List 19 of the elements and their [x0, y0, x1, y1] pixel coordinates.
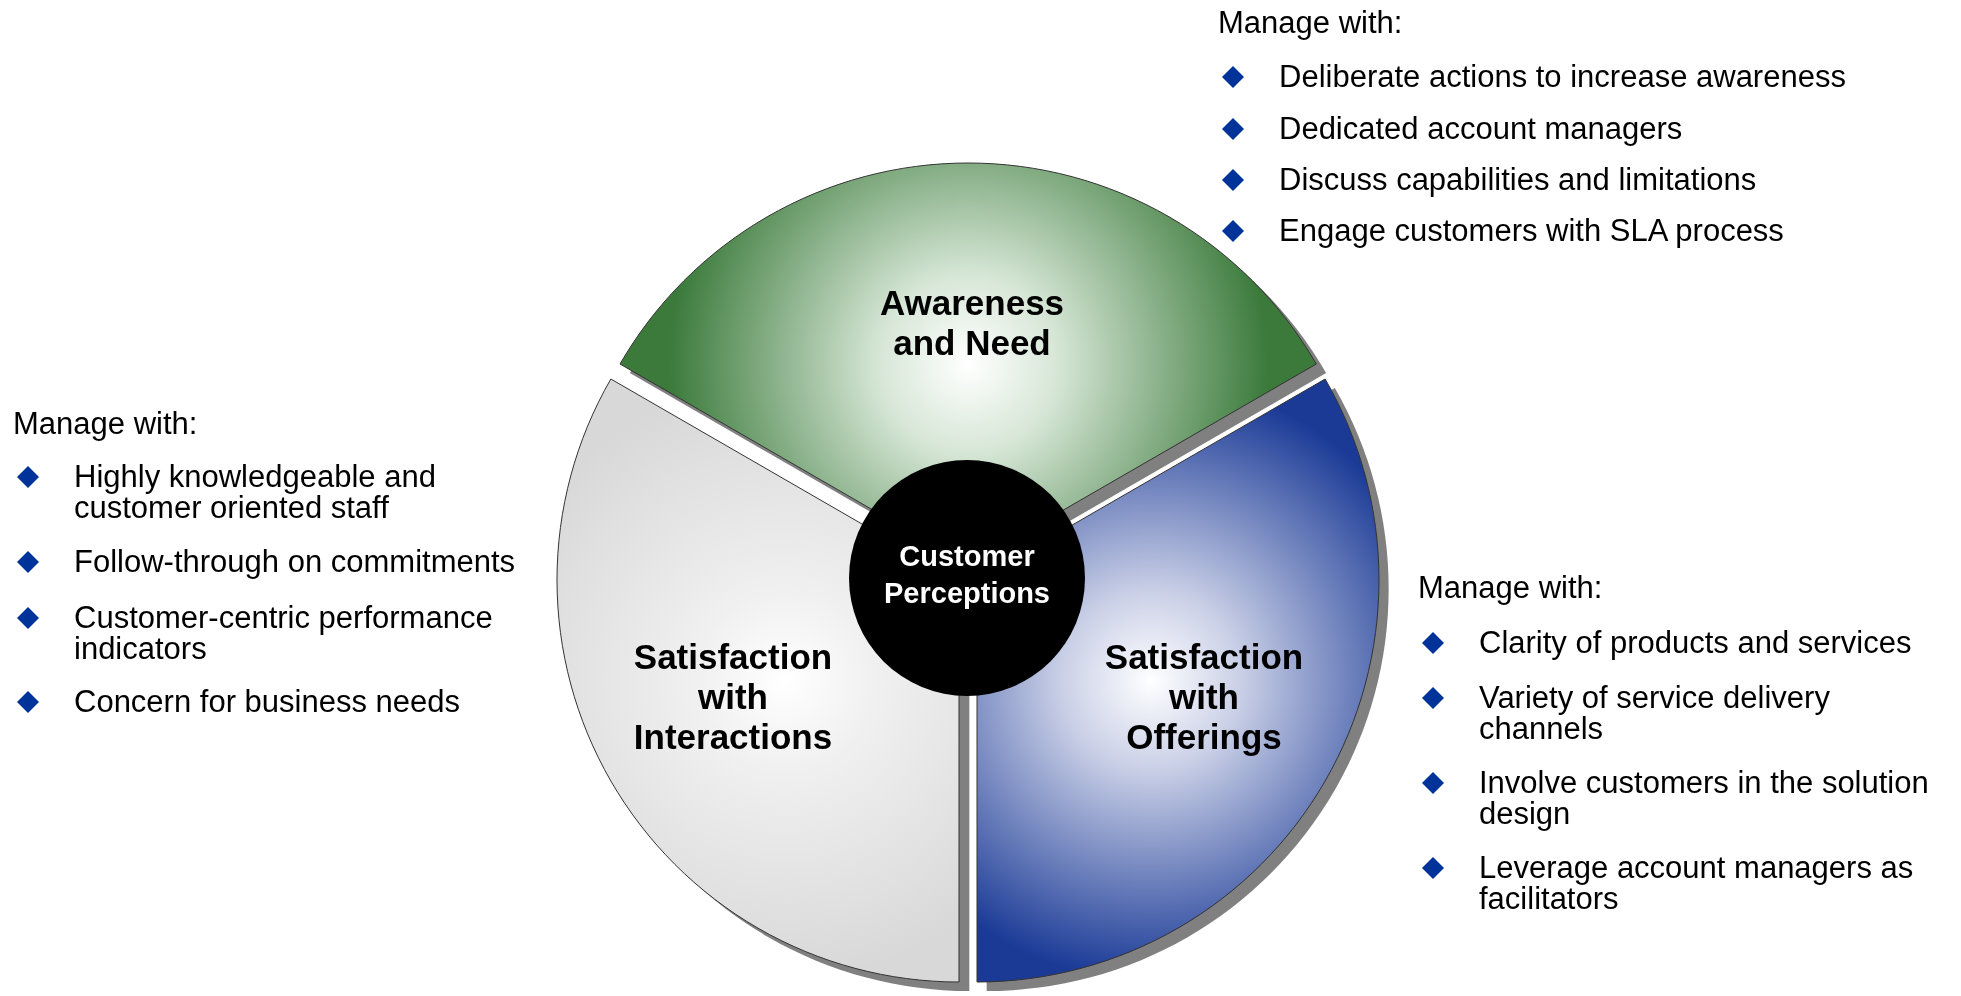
bullet-text: Involve customers in the solution design: [1479, 767, 1930, 829]
bullet-text: Clarity of products and services: [1479, 627, 1913, 658]
center-title: Customer Perceptions: [883, 539, 1051, 611]
sector-title: Satisfaction with Interactions: [632, 637, 834, 757]
bullet-text: Variety of service delivery channels: [1479, 682, 1831, 744]
bullet-text: Customer-centric performance indicators: [74, 602, 494, 664]
bullet-text: Engage customers with SLA process: [1279, 215, 1785, 246]
bullet-text: Discuss capabilities and limitations: [1279, 164, 1758, 195]
bullet-text: Leverage account managers as facilitators: [1479, 852, 1915, 914]
list-heading: Manage with:: [1418, 572, 1603, 603]
sector-title: Awareness and Need: [878, 283, 1066, 363]
sector-title: Satisfaction with Offerings: [1103, 637, 1305, 757]
bullet-text: Dedicated account managers: [1279, 113, 1684, 144]
bullet-text: Deliberate actions to increase awareness: [1279, 61, 1847, 92]
bullet-text: Highly knowledgeable and customer oriented staff: [74, 461, 437, 523]
list-heading: Manage with:: [1218, 7, 1403, 38]
bullet-text: Concern for business needs: [74, 686, 461, 717]
bullet-text: Follow-through on commitments: [74, 546, 517, 577]
list-heading: Manage with:: [13, 408, 198, 439]
